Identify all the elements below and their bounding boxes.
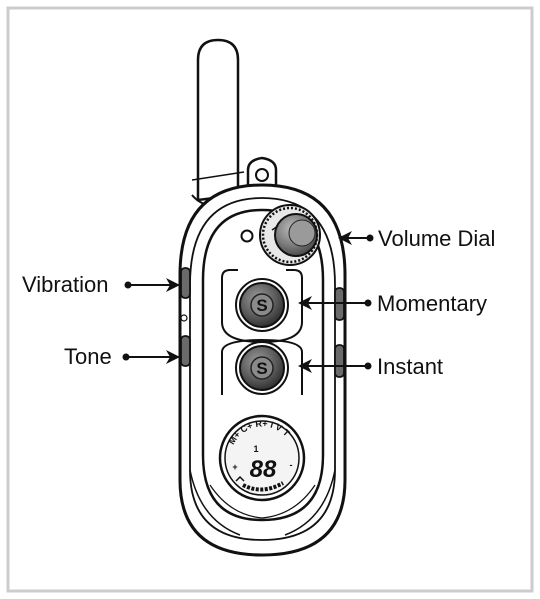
callout-volume-dial: Volume Dial [338,226,495,251]
instant-side-button[interactable] [334,344,345,378]
volume-dial[interactable] [259,204,321,266]
lcd-level-digits: 88 [250,456,277,483]
lcd-plus-sign: + [232,462,237,472]
led-indicator [240,229,254,243]
lcd-channel: 1 [253,444,258,454]
instant-button[interactable]: S [235,341,289,395]
vibration-button[interactable] [180,267,191,299]
callout-momentary: Momentary [298,291,487,316]
vibration-label: Vibration [22,272,108,297]
callout-tone: Tone [64,344,180,369]
instant-button-letter: S [256,359,267,378]
instant-label: Instant [377,354,443,379]
lanyard-loop [246,156,278,188]
callout-vibration: Vibration [22,272,180,297]
momentary-button[interactable]: S [235,278,289,332]
lcd-display: M+ C+ R+ I V T 1 88 + - [218,414,306,502]
tone-label: Tone [64,344,112,369]
volume-dial-label: Volume Dial [378,226,495,251]
momentary-label: Momentary [377,291,487,316]
antenna [191,38,245,210]
momentary-button-letter: S [256,296,267,315]
side-screw [180,314,188,322]
lcd-level-bar [242,481,284,492]
lcd-battery-icon [235,475,245,482]
tone-button[interactable] [180,335,191,367]
lcd-minus-sign: - [290,460,293,470]
callout-instant: Instant [298,354,443,379]
